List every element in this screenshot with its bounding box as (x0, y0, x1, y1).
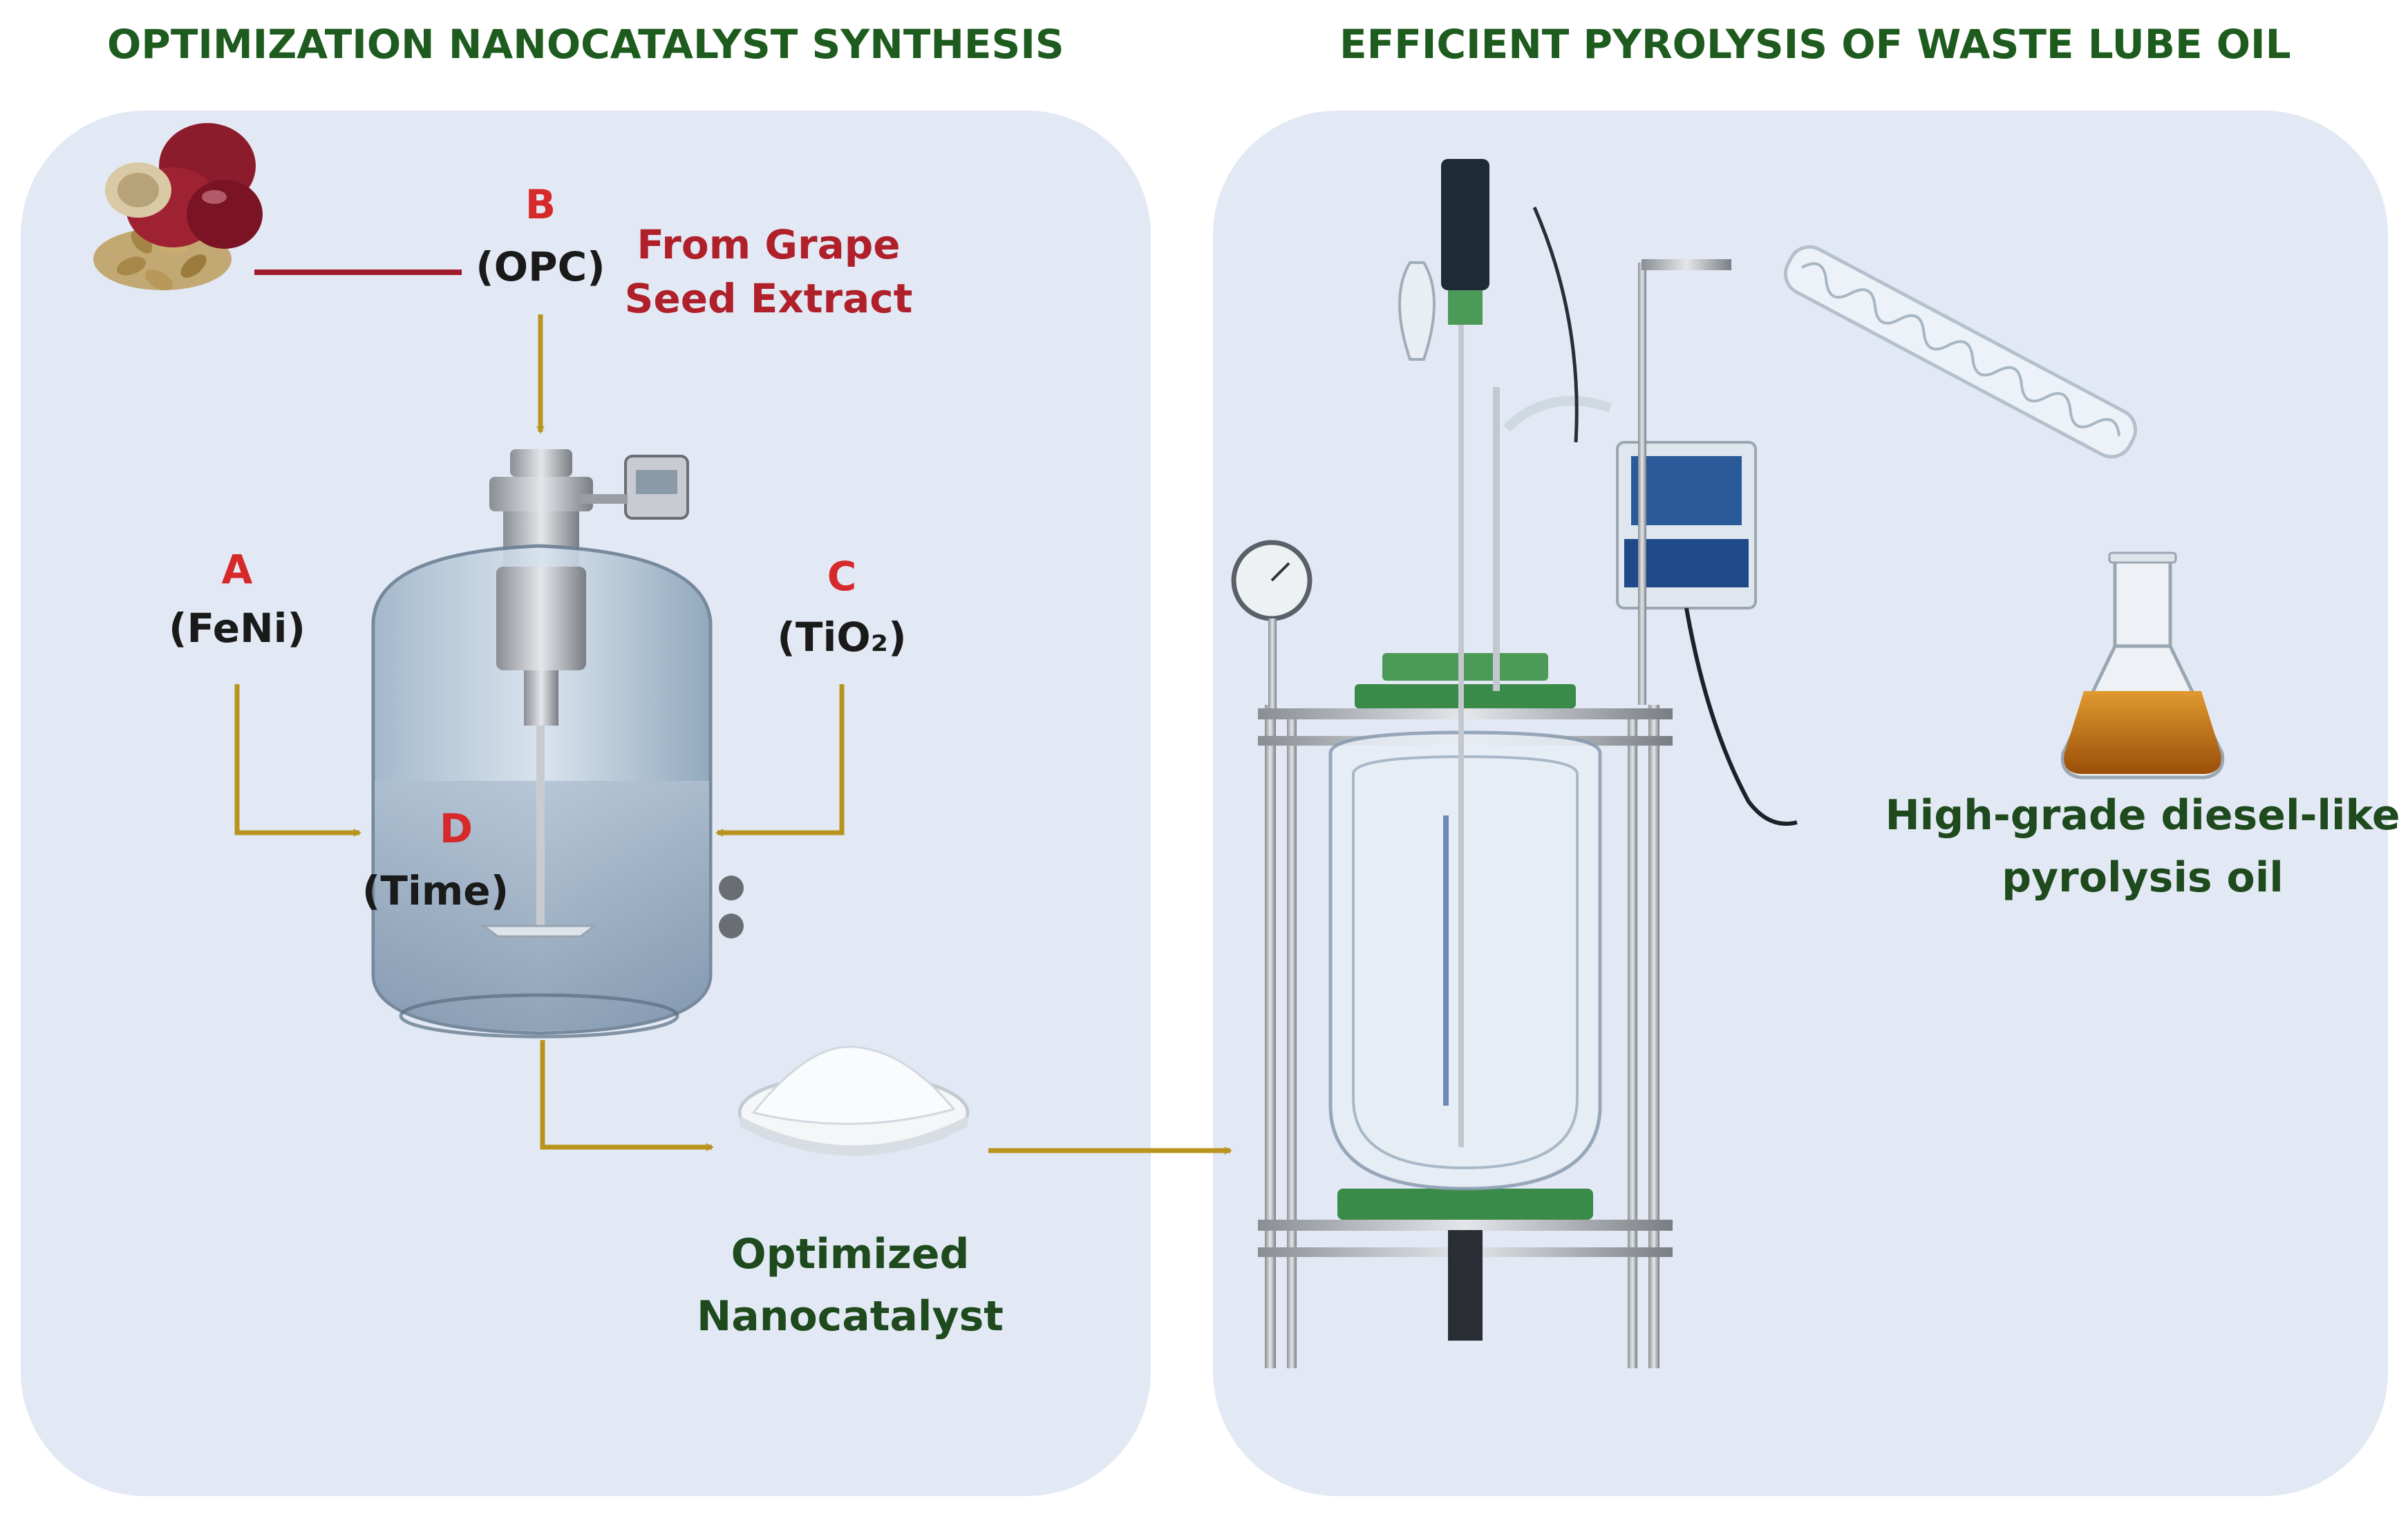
factor-arrows (234, 314, 1232, 1155)
nanocatalyst-caption: Optimized Nanocatalyst (664, 1223, 1037, 1348)
factor-c-name: (TiO₂) (777, 614, 907, 661)
grape-seed-image (93, 123, 263, 291)
pyrolysis-oil-caption: High-grade diesel-like pyrolysis oil (1880, 784, 2405, 909)
glass-reactor-image (371, 449, 744, 1039)
grape-seed-note-line1: From Grape (637, 221, 901, 268)
pyrolysis-oil-caption-line1: High-grade diesel-like (1885, 791, 2400, 840)
factor-c-letter: C (827, 553, 857, 600)
pyrolysis-oil-caption-line2: pyrolysis oil (2002, 853, 2284, 902)
condenser-image (1642, 245, 2138, 459)
factor-b-letter: B (525, 181, 556, 228)
pyrolysis-heading: EFFICIENT PYROLYSIS OF WASTE LUBE OIL (1339, 21, 2291, 68)
factor-d-letter: D (439, 805, 473, 852)
nanocatalyst-caption-line1: Optimized (731, 1230, 970, 1278)
grape-seed-note-line2: Seed Extract (624, 275, 913, 323)
synthesis-heading: OPTIMIZATION NANOCATALYST SYNTHESIS (107, 21, 1064, 68)
flask-image (2060, 551, 2225, 780)
powder-dish-image (737, 1046, 970, 1156)
jacketed-reactor-image (1231, 159, 1798, 1368)
nanocatalyst-caption-line2: Nanocatalyst (697, 1292, 1004, 1341)
grape-seed-note: From Grape Seed Extract (561, 218, 976, 326)
factor-d-name: (Time) (361, 867, 509, 914)
factor-a-letter: A (221, 546, 253, 593)
factor-b-name: (OPC) (476, 243, 605, 290)
factor-a-name: (FeNi) (168, 605, 306, 652)
